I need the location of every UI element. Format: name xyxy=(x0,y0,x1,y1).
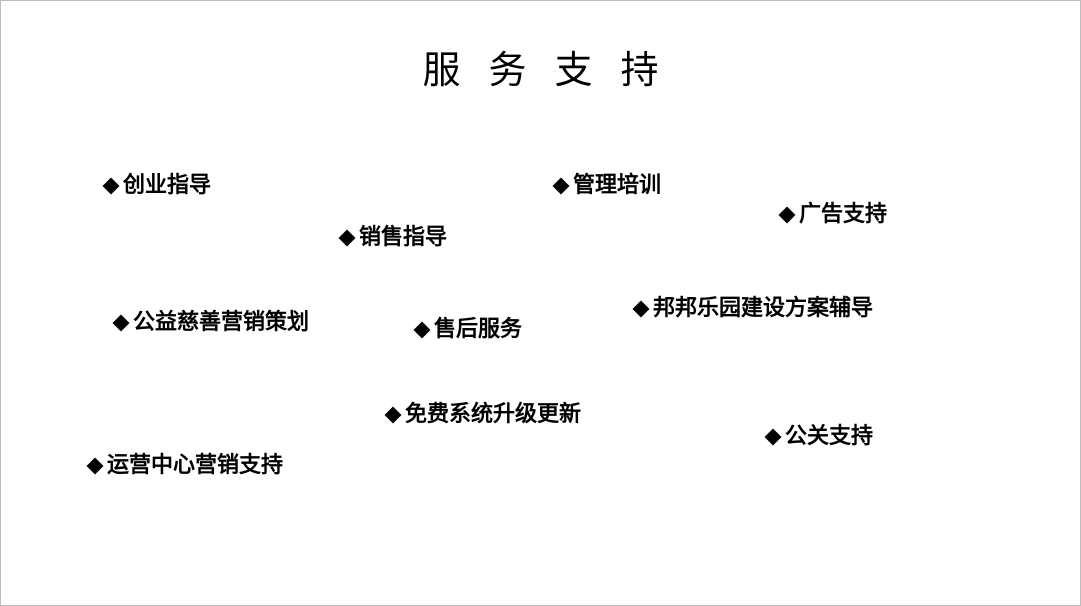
service-item-label: 管理培训 xyxy=(573,173,662,198)
service-item-sales-guidance: 销售指导 xyxy=(337,227,447,249)
diamond-bullet-icon xyxy=(632,300,650,318)
service-item-label: 运营中心营销支持 xyxy=(107,453,284,478)
service-item-charity-marketing: 公益慈善营销策划 xyxy=(111,312,309,334)
service-item-advertising-support: 广告支持 xyxy=(777,204,887,226)
service-item-startup-guidance: 创业指导 xyxy=(101,175,211,197)
service-item-park-construction: 邦邦乐园建设方案辅导 xyxy=(631,298,873,320)
service-item-system-upgrade: 免费系统升级更新 xyxy=(383,404,581,426)
service-item-label: 售后服务 xyxy=(434,317,523,342)
diamond-bullet-icon xyxy=(413,321,431,339)
diamond-bullet-icon xyxy=(112,314,130,332)
service-item-label: 创业指导 xyxy=(123,173,212,198)
service-item-label: 免费系统升级更新 xyxy=(405,402,582,427)
service-item-label: 广告支持 xyxy=(799,202,888,227)
diamond-bullet-icon xyxy=(552,177,570,195)
service-item-operations-center: 运营中心营销支持 xyxy=(85,455,283,477)
service-item-label: 销售指导 xyxy=(359,225,448,250)
diamond-bullet-icon xyxy=(338,229,356,247)
service-item-public-relations: 公关支持 xyxy=(763,426,873,448)
service-item-management-training: 管理培训 xyxy=(551,175,661,197)
service-item-label: 公关支持 xyxy=(785,424,874,449)
service-item-after-sales: 售后服务 xyxy=(412,319,522,341)
diamond-bullet-icon xyxy=(86,457,104,475)
diamond-bullet-icon xyxy=(764,428,782,446)
service-item-label: 公益慈善营销策划 xyxy=(133,310,310,335)
slide-title: 服务支持 xyxy=(422,48,687,92)
diamond-bullet-icon xyxy=(778,206,796,224)
diamond-bullet-icon xyxy=(384,406,402,424)
service-item-label: 邦邦乐园建设方案辅导 xyxy=(653,296,874,321)
diamond-bullet-icon xyxy=(102,177,120,195)
